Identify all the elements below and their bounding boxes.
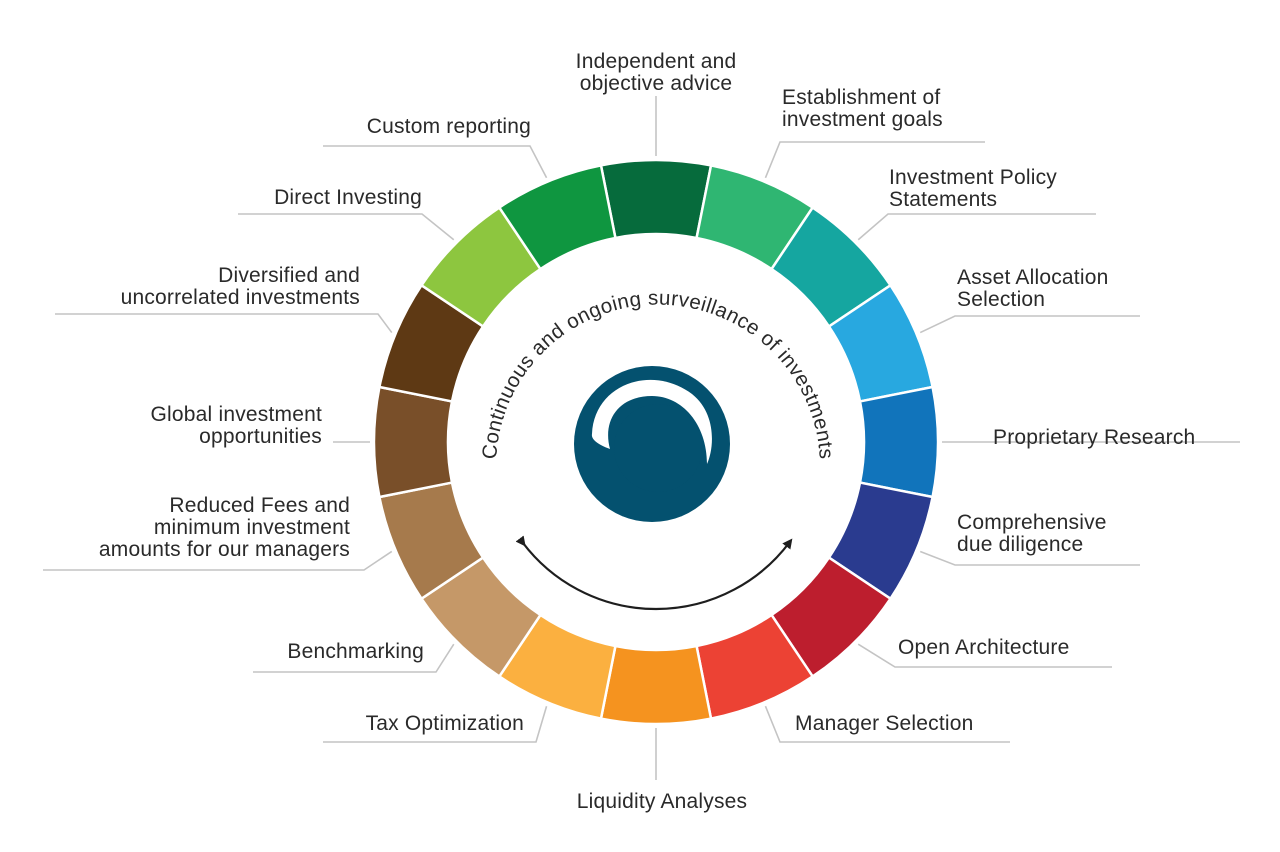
- leader-line-3: [857, 213, 1096, 241]
- segment-label-9: Liquidity Analyses: [577, 790, 748, 813]
- segment-label-line: Direct Investing: [274, 186, 422, 209]
- segment-label-line: Proprietary Research: [993, 426, 1195, 449]
- segment-label-line: uncorrelated investments: [121, 286, 360, 309]
- leader-line-11: [253, 643, 455, 673]
- segment-label-line: Open Architecture: [898, 636, 1070, 659]
- segment-label-line: Reduced Fees and: [169, 494, 350, 517]
- ring-segment-1: [599, 158, 713, 240]
- segment-label-line: Global investment: [151, 403, 322, 426]
- segment-label-line: opportunities: [199, 425, 322, 448]
- segment-label-8: Manager Selection: [795, 712, 974, 735]
- segment-label-15: Direct Investing: [274, 186, 422, 209]
- ring-segment-5: [858, 385, 940, 499]
- leader-line-10: [323, 706, 548, 743]
- logo-inner-circle: [614, 404, 702, 492]
- leader-line-4: [919, 315, 1140, 334]
- segment-label-10: Tax Optimization: [366, 712, 524, 735]
- segment-label-5: Proprietary Research: [993, 426, 1195, 449]
- segment-label-line: Statements: [889, 188, 997, 211]
- segment-label-line: Asset Allocation: [957, 266, 1108, 289]
- logo: [574, 366, 730, 522]
- leader-line-16: [323, 145, 548, 179]
- segment-label-line: Comprehensive: [957, 511, 1107, 534]
- segment-label-7: Open Architecture: [898, 636, 1070, 659]
- leader-line-14: [55, 313, 393, 334]
- leader-line-2: [764, 141, 985, 179]
- segment-label-line: Custom reporting: [367, 115, 531, 138]
- segment-label-line: Manager Selection: [795, 712, 974, 735]
- leader-line-7: [857, 643, 1112, 668]
- ring-segment-13: [372, 385, 454, 499]
- segment-label-16: Custom reporting: [367, 115, 531, 138]
- leader-line-12: [43, 550, 393, 571]
- ring-segment-9: [599, 644, 713, 726]
- segment-label-line: Investment Policy: [889, 166, 1057, 189]
- leader-line-15: [238, 213, 455, 241]
- segment-label-line: Establishment of: [782, 86, 940, 109]
- segment-label-line: Diversified and: [218, 264, 360, 287]
- logo-swoosh: [591, 379, 712, 464]
- segment-label-line: Tax Optimization: [366, 712, 524, 735]
- segment-label-line: objective advice: [580, 72, 733, 95]
- segment-label-line: due diligence: [957, 533, 1083, 556]
- segment-label-line: minimum investment: [154, 516, 350, 539]
- segment-label-line: investment goals: [782, 108, 943, 131]
- segment-label-line: Selection: [957, 288, 1045, 311]
- segment-label-line: Independent and: [576, 50, 737, 73]
- segment-label-line: Liquidity Analyses: [577, 790, 748, 813]
- leader-line-8: [764, 705, 1010, 743]
- cycle-arrow: [515, 535, 793, 611]
- ring-segment-16: [497, 163, 617, 271]
- leader-line-6: [919, 550, 1140, 566]
- segment-label-11: Benchmarking: [287, 640, 424, 663]
- segment-label-line: amounts for our managers: [99, 538, 350, 561]
- segment-label-line: Benchmarking: [287, 640, 424, 663]
